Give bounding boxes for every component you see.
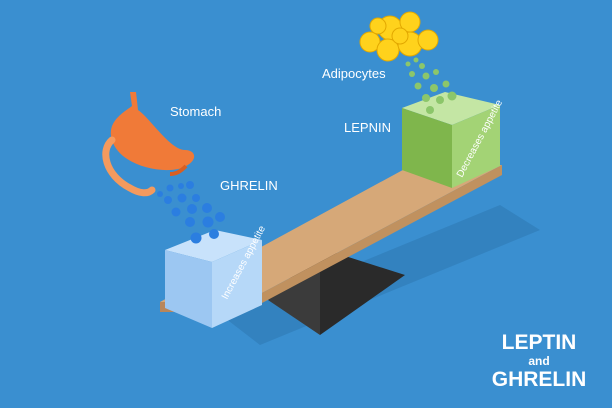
title-line-2: and bbox=[528, 354, 550, 368]
adipocytes-label: Adipocytes bbox=[322, 66, 386, 81]
stomach-label: Stomach bbox=[170, 104, 222, 119]
title-line-1: LEPTIN bbox=[501, 331, 577, 354]
ghrelin-box bbox=[165, 230, 262, 328]
leptin-label: LEPNIN bbox=[344, 120, 391, 135]
ghrelin-bubbles bbox=[157, 181, 225, 244]
stomach-icon bbox=[102, 92, 195, 197]
title-line-3: GHRELIN bbox=[491, 368, 587, 391]
leptin-bubbles bbox=[405, 57, 457, 114]
adipocytes-icon bbox=[359, 11, 439, 62]
title-block: LEPTIN and GHRELIN bbox=[484, 332, 594, 390]
ghrelin-label: GHRELIN bbox=[220, 178, 278, 193]
